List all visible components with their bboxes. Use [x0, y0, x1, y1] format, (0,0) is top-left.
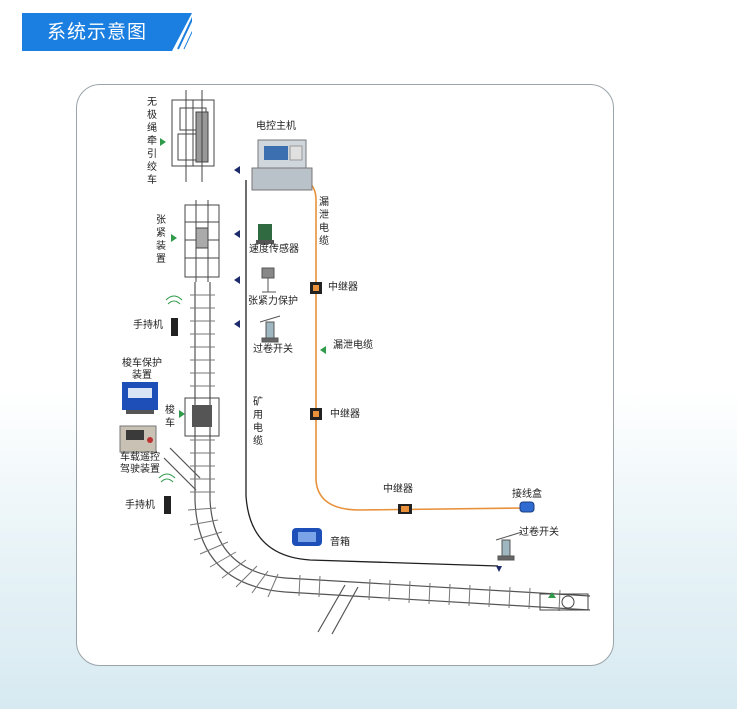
green-arrows: [160, 138, 556, 598]
label-controller: 电控主机: [256, 121, 296, 132]
label-repeater-1: 中继器: [328, 282, 358, 293]
title-banner: [22, 13, 192, 51]
rope-winch: [171, 90, 215, 182]
label-overwind-1: 过卷开关: [253, 344, 293, 355]
speaker-device: [292, 528, 322, 546]
remote-drive-device: [119, 425, 157, 453]
tension-device: [184, 200, 220, 282]
track-ties-vertical: [190, 294, 215, 493]
page-title: 系统示意图: [46, 21, 147, 43]
overwind-switch-1: [259, 315, 281, 343]
diagram-panel: [76, 84, 614, 666]
track-branch-upper: [163, 447, 201, 491]
label-leaky-cable-h: 漏泄电缆: [333, 340, 373, 351]
label-rope-winch: 无极绳牵引绞车: [147, 97, 157, 186]
label-mine-cable: 矿用电缆: [253, 397, 263, 447]
label-shuttle: 梭车: [165, 405, 175, 429]
shuttle-car: [184, 397, 220, 437]
car-protect-device: [122, 382, 158, 414]
track-horizontal: [284, 577, 591, 611]
track-end-wheel: [539, 593, 589, 611]
label-speed-sensor: 速度传感器: [249, 244, 299, 255]
handheld-device-1: [165, 295, 183, 336]
track-vertical: [194, 282, 211, 500]
label-car-protect: 梭车保护装置: [122, 358, 162, 381]
label-remote-drive: 车载遥控驾驶装置: [120, 452, 160, 475]
label-overwind-2: 过卷开关: [519, 527, 559, 538]
label-speaker: 音箱: [330, 537, 350, 548]
label-handheld-1: 手持机: [133, 320, 163, 331]
junction-box-device: [519, 501, 535, 513]
label-handheld-2: 手持机: [125, 500, 155, 511]
controller-device: [251, 139, 313, 191]
navy-arrows: [234, 166, 502, 572]
label-repeater-2: 中继器: [330, 409, 360, 420]
label-tension-protect: 张紧力保护: [248, 296, 298, 307]
track-branch-lower: [317, 584, 359, 635]
handheld-device-2: [158, 473, 176, 514]
tension-protect-device: [261, 267, 276, 293]
label-repeater-3: 中继器: [383, 484, 413, 495]
label-tension: 张紧装置: [156, 215, 166, 265]
track-curve: [194, 499, 286, 593]
track-ties-horizontal: [298, 574, 561, 612]
mine-cable: [245, 180, 499, 567]
overwind-switch-2: [495, 531, 523, 561]
track-curve-ties: [187, 507, 279, 598]
label-leaky-cable-v: 漏泄电缆: [319, 197, 329, 247]
speed-sensor-device: [256, 224, 274, 244]
label-junction-box: 接线盒: [512, 489, 542, 500]
